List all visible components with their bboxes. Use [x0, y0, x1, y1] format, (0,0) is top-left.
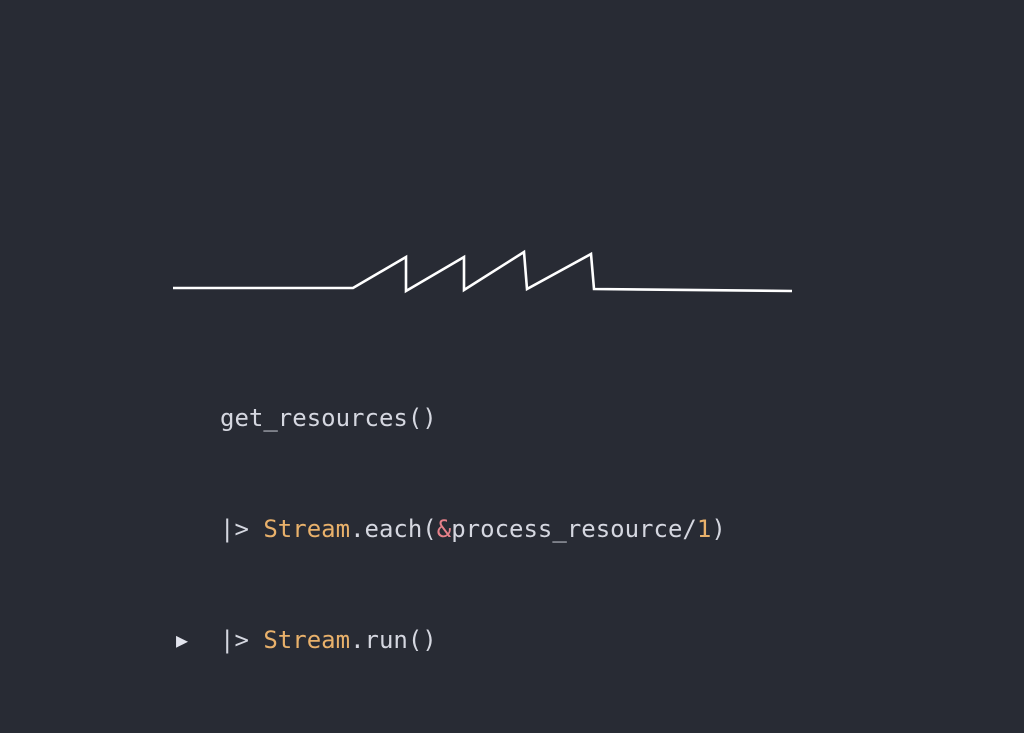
code-token-pipe: |> [220, 626, 264, 654]
code-token-module: Stream [263, 515, 351, 543]
code-line-3: ▶ |> Stream.run() [176, 622, 726, 659]
code-token-function-ref: process_resource/ [451, 515, 697, 543]
sawtooth-wave-line [173, 249, 793, 294]
code-token-pipe: |> [220, 515, 264, 543]
code-token-arity: 1 [696, 515, 712, 543]
play-triangle-icon: ▶ [176, 628, 189, 652]
code-token-capture: & [436, 515, 452, 543]
code-token-module: Stream [263, 626, 351, 654]
code-token-call: get_resources() [220, 404, 437, 432]
sawtooth-wave-illustration [173, 249, 793, 294]
code-line-1: get_resources() [176, 400, 726, 437]
code-line-2: |> Stream.each(&process_resource/1) [176, 511, 726, 548]
code-token-function: .run() [350, 626, 437, 654]
code-block: get_resources() |> Stream.each(&process_… [176, 326, 726, 733]
code-token-function: .each( [350, 515, 437, 543]
code-token-close: ) [711, 515, 726, 543]
slide: get_resources() |> Stream.each(&process_… [173, 249, 793, 654]
